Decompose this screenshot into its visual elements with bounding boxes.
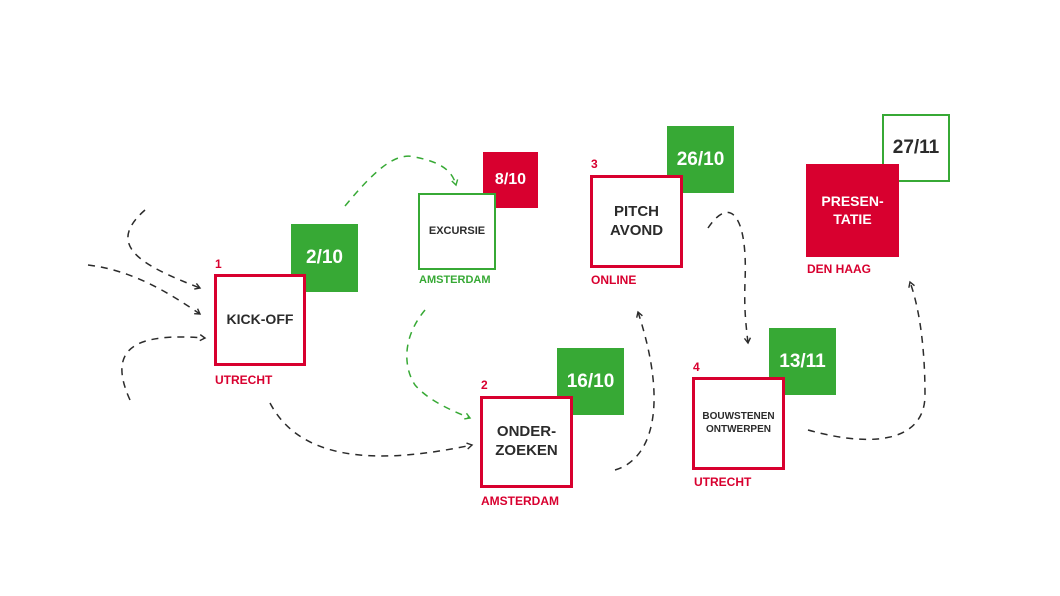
arrow-kickoff-to-onderzoeken [269,402,474,457]
excursie-box: EXCURSIE [418,193,496,270]
pitch-step-number: 3 [591,157,598,171]
pitch-box: PITCH AVOND [590,175,683,268]
pitch-title: PITCH AVOND [609,202,664,239]
excursie-title: EXCURSIE [428,224,486,237]
arrow-excursie-to-onderzoeken [406,309,472,420]
bouwstenen-box: BOUWSTENEN ONTWERPEN [692,377,785,470]
onderzoeken-title: ONDER- ZOEKEN [495,423,558,459]
kickoff-date: 2/10 [306,247,343,268]
onderzoeken-step-number: 2 [481,378,488,392]
kickoff-title: KICK-OFF [226,311,294,328]
presentatie-title: PRESEN- TATIE [821,193,884,227]
kickoff-box: KICK-OFF [214,274,306,366]
excursie-location: AMSTERDAM [419,274,491,286]
onderzoeken-location: AMSTERDAM [481,494,559,508]
incoming-arrow-bottom [121,334,207,401]
bouwstenen-location: UTRECHT [694,475,752,489]
onderzoeken-date: 16/10 [566,370,615,392]
arrow-bouwstenen-to-presentatie [807,280,926,441]
bouwstenen-title: BOUWSTENEN ONTWERPEN [702,411,775,435]
presentatie-date: 27/11 [892,137,940,158]
presentatie-location: DEN HAAG [807,262,872,276]
arrow-pitch-to-bouwstenen [707,211,752,345]
presentatie-box: PRESEN- TATIE [806,164,899,257]
kickoff-step-number: 1 [215,257,222,271]
incoming-arrow-left [87,264,202,315]
incoming-arrow-top [127,209,202,290]
kickoff-location: UTRECHT [215,373,273,387]
pitch-date: 26/10 [676,148,725,170]
bouwstenen-step-number: 4 [693,360,700,374]
pitch-location: ONLINE [591,273,637,287]
onderzoeken-box: ONDER- ZOEKEN [480,396,573,488]
bouwstenen-date: 13/11 [779,350,826,372]
excursie-date: 8/10 [494,171,527,188]
